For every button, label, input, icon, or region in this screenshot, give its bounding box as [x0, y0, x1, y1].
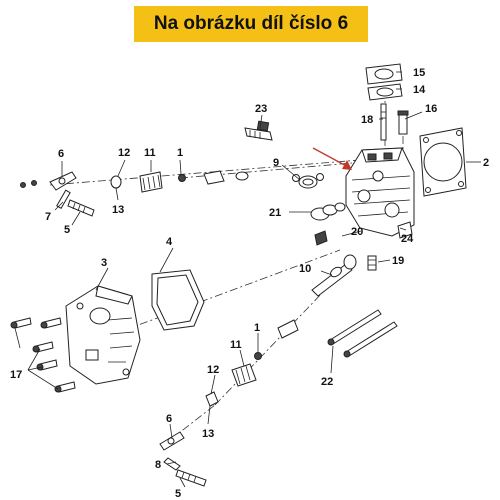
callout-24: 24	[401, 233, 414, 245]
callout-8: 8	[155, 459, 161, 471]
callout-5-upper: 5	[64, 224, 70, 236]
callout-5-lower: 5	[175, 488, 181, 500]
highlight-arrow	[312, 147, 352, 170]
camshaft	[311, 254, 357, 297]
callout-10: 10	[299, 263, 311, 275]
callout-11-lower: 11	[230, 339, 242, 351]
callout-13-upper: 13	[112, 204, 124, 216]
banner-title: Na obrázku díl číslo 6	[153, 13, 349, 34]
title-banner: Na obrázku díl číslo 6	[134, 6, 368, 42]
callout-23: 23	[255, 103, 267, 115]
callout-12-upper: 12	[118, 147, 130, 159]
callout-17: 17	[10, 369, 22, 381]
callout-1-lower: 1	[254, 322, 260, 334]
callout-11-upper: 11	[144, 147, 156, 159]
callout-13-lower: 13	[202, 428, 214, 440]
callout-6-lower: 6	[166, 413, 172, 425]
callout-6-upper: 6	[58, 148, 64, 160]
callout-1-upper: 1	[177, 147, 183, 159]
callout-19: 19	[392, 255, 404, 267]
head-small-parts	[310, 202, 377, 271]
long-studs	[327, 309, 398, 358]
head-cover	[65, 285, 141, 385]
lower-rocker-assembly	[159, 431, 207, 487]
callout-3: 3	[101, 257, 107, 269]
cylinder-head	[345, 147, 415, 239]
callout-21: 21	[269, 207, 281, 219]
callout-18: 18	[361, 114, 373, 126]
callout-2: 2	[483, 157, 489, 169]
callout-20: 20	[351, 226, 363, 238]
callout-labels: 15 14 18 16 2 23 9 11 12 1 13 6 7 5 24 2…	[10, 67, 489, 500]
upper-valve-train	[110, 170, 324, 193]
intake-parts	[365, 63, 409, 141]
callout-16: 16	[425, 103, 437, 115]
cover-gasket	[151, 269, 205, 331]
cover-bolts	[10, 317, 76, 393]
upper-rocker-assembly	[20, 171, 95, 217]
callout-leaders	[14, 71, 481, 488]
callout-9: 9	[273, 157, 279, 169]
callout-15: 15	[413, 67, 425, 79]
callout-22: 22	[321, 376, 333, 388]
callout-7: 7	[45, 211, 51, 223]
callout-12-lower: 12	[207, 364, 219, 376]
head-gasket	[419, 127, 467, 197]
callout-4: 4	[166, 236, 173, 248]
spark-plug	[244, 120, 273, 141]
lower-valve-train	[205, 319, 299, 407]
callout-14: 14	[413, 84, 426, 96]
